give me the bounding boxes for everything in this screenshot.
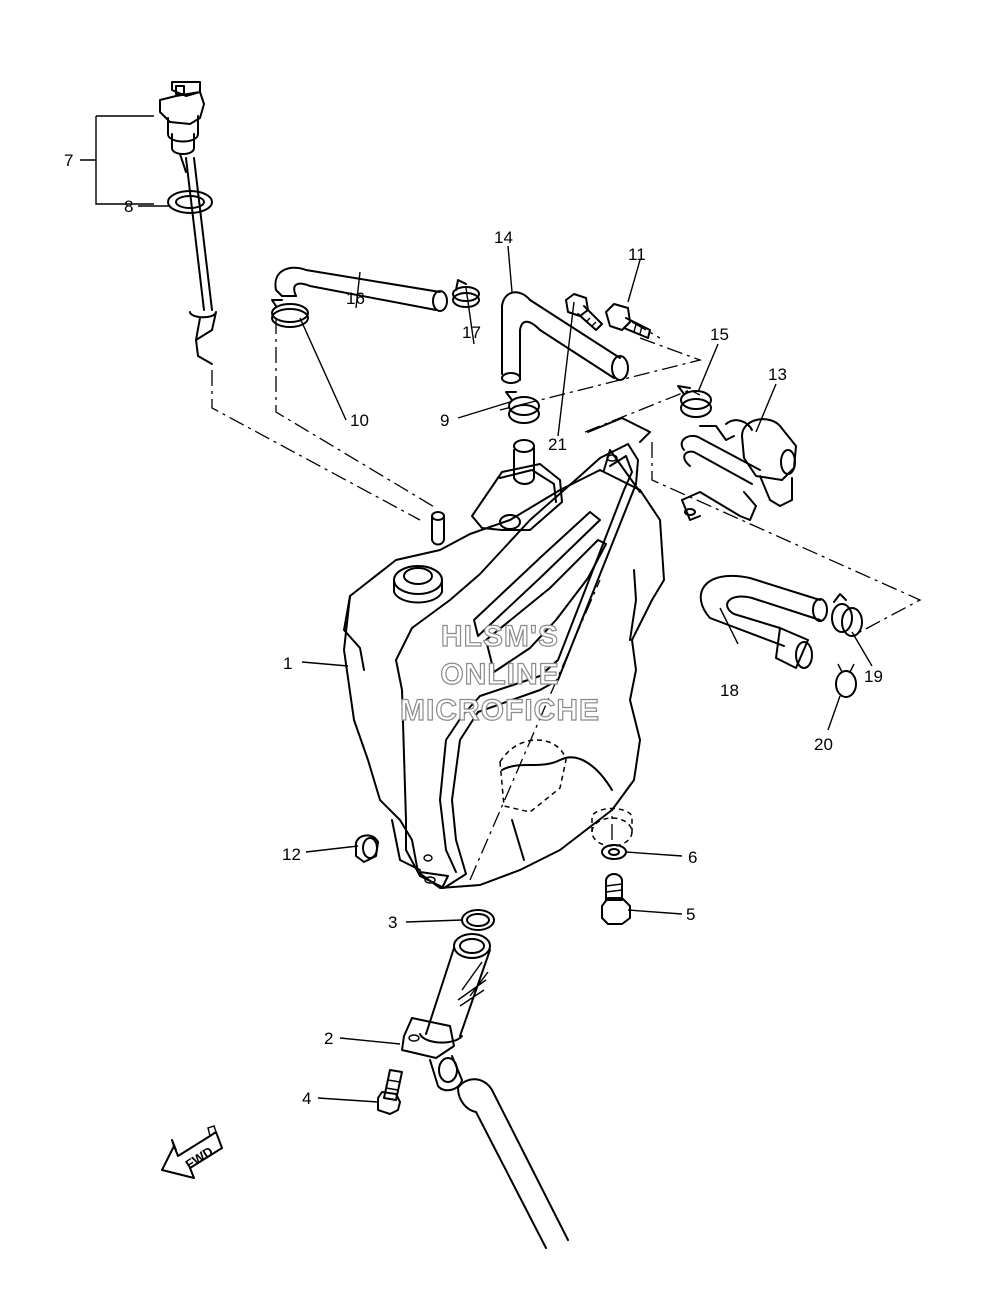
callout-5: 5 — [686, 905, 695, 924]
leader-lines — [80, 115, 873, 1103]
clamp-10 — [271, 299, 309, 328]
callout-13: 13 — [768, 365, 787, 384]
bolt-11 — [605, 303, 651, 339]
callout-12: 12 — [282, 845, 301, 864]
dipstick-cap-assembly — [159, 81, 217, 365]
watermark: HLSM'S ONLINE MICROFICHE — [399, 619, 600, 727]
callout-3: 3 — [388, 913, 397, 932]
callout-2: 2 — [324, 1029, 333, 1048]
callout-14: 14 — [494, 228, 513, 247]
callout-6: 6 — [688, 848, 697, 867]
callout-1: 1 — [283, 654, 292, 673]
hose-18 — [699, 575, 828, 669]
clamp-17 — [452, 279, 480, 308]
drain-bolt-5 — [601, 873, 631, 925]
callout-8: 8 — [124, 197, 133, 216]
callout-9: 9 — [440, 411, 449, 430]
fwd-direction-arrow: FWD — [161, 1125, 223, 1179]
callout-21: 21 — [548, 435, 567, 454]
cap-20 — [835, 663, 857, 698]
bolt-4 — [377, 1069, 403, 1115]
hose-16 — [274, 266, 448, 312]
watermark-line-3: MICROFICHE — [400, 694, 600, 727]
clamp-19 — [831, 593, 863, 637]
hose-14 — [501, 291, 629, 384]
callout-4: 4 — [302, 1089, 311, 1108]
grommet-12 — [354, 834, 379, 863]
strainer-2 — [401, 933, 569, 1249]
callout-18: 18 — [720, 681, 739, 700]
fwd-label: FWD — [183, 1144, 216, 1172]
callout-19: 19 — [864, 667, 883, 686]
callout-15: 15 — [710, 325, 729, 344]
callout-11: 11 — [628, 245, 646, 264]
watermark-line-2: ONLINE — [440, 658, 559, 691]
callout-7: 7 — [64, 151, 73, 170]
clamp-15 — [677, 385, 712, 418]
callout-10: 10 — [350, 411, 369, 430]
washer-6 — [601, 844, 627, 860]
callout-labels: 1 2 3 4 5 6 7 8 9 10 11 12 13 14 15 16 1… — [64, 151, 883, 1108]
oil-tank-1 — [343, 439, 665, 889]
callout-20: 20 — [814, 735, 833, 754]
valve-13 — [587, 417, 797, 521]
watermark-line-1: HLSM'S — [441, 620, 559, 653]
callout-16: 16 — [346, 289, 365, 308]
o-ring-3 — [461, 909, 495, 931]
bolt-21 — [565, 293, 603, 331]
clamp-9 — [505, 391, 540, 424]
callout-17: 17 — [462, 323, 481, 342]
